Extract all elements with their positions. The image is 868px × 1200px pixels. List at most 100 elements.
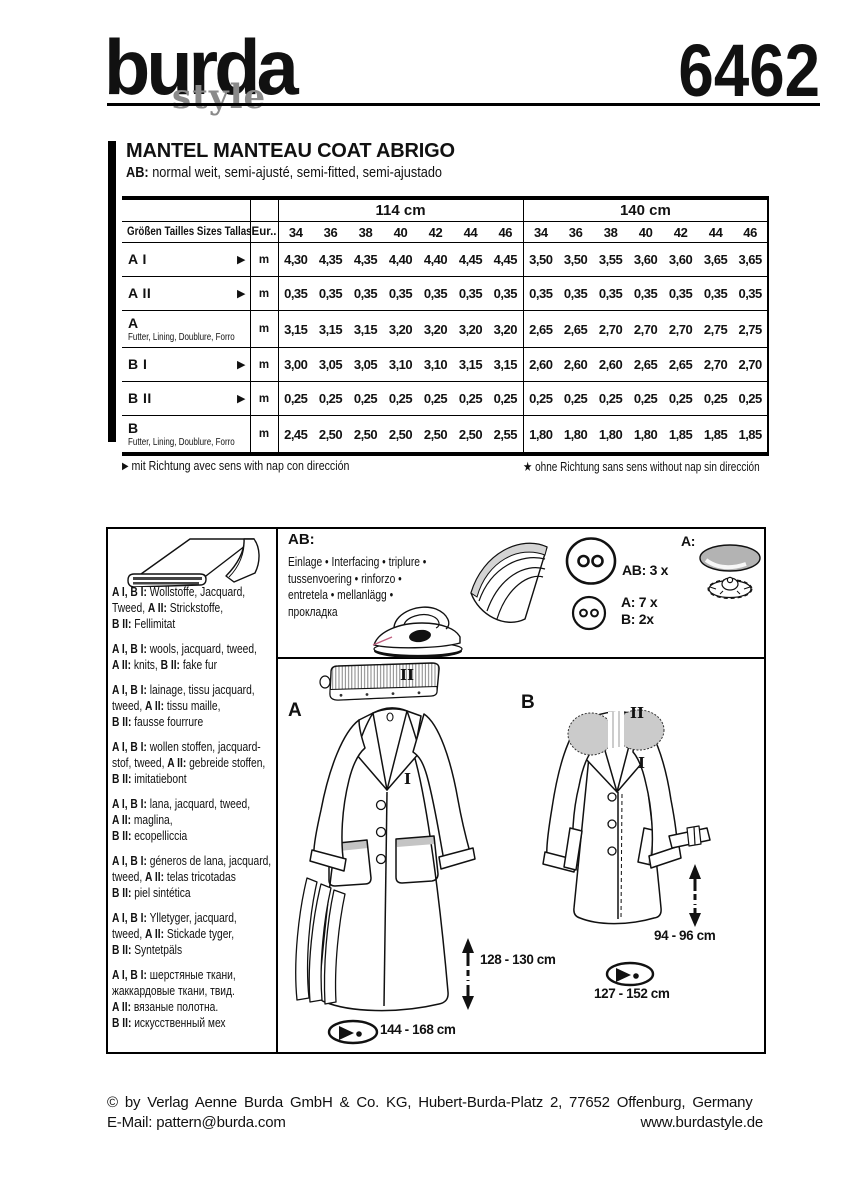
- yardage-value: 0,25: [488, 381, 524, 416]
- yardage-value: 4,35: [348, 242, 383, 277]
- interfacing-heading: AB:: [288, 531, 315, 548]
- nap-marker-icon: ▶: [237, 288, 246, 300]
- unit-cell: m: [250, 276, 279, 311]
- size-col: 34: [523, 221, 559, 243]
- size-col: 40: [383, 221, 418, 243]
- yardage-value: 2,70: [593, 310, 629, 348]
- button-small-qty-a: A: 7 x: [621, 594, 658, 610]
- yardage-value: 0,25: [558, 381, 594, 416]
- fabric-recommendations: A I, B I: Wollstoffe, Jacquard, Tweed, A…: [112, 584, 276, 1040]
- coat-b-fabric-label: I: [638, 754, 646, 772]
- header-rule: [107, 103, 820, 106]
- brand-logo: burda: [104, 23, 299, 111]
- yardage-value: 1,85: [663, 415, 699, 454]
- view-b-length-measurement: 94 - 96 cm: [654, 928, 716, 943]
- yardage-value: 0,25: [663, 381, 699, 416]
- button-small-icon: [570, 594, 610, 634]
- yardage-value: 3,05: [313, 347, 348, 382]
- length-arrow-a: [462, 938, 474, 1010]
- iron-icon: [368, 596, 470, 658]
- yardage-value: 2,60: [593, 347, 629, 382]
- size-col: 44: [698, 221, 734, 243]
- technical-drawings: [277, 660, 766, 1053]
- yardage-value: 2,65: [663, 347, 699, 382]
- yardage-value: 2,55: [488, 415, 524, 454]
- yardage-value: 4,30: [278, 242, 313, 277]
- yardage-value: 2,70: [698, 347, 734, 382]
- yardage-value: 3,15: [313, 310, 348, 348]
- yardage-value: 0,25: [348, 381, 383, 416]
- button-large-qty: AB: 3 x: [622, 562, 669, 578]
- view-a-label: A: [288, 700, 302, 721]
- fur-collar-fabric-label: II: [630, 704, 645, 722]
- yardage-value: 0,25: [628, 381, 664, 416]
- yardage-value: 3,55: [593, 242, 629, 277]
- view-a-length-measurement: 128 - 130 cm: [480, 952, 556, 967]
- yardage-value: 3,20: [418, 310, 453, 348]
- yardage-value: 3,15: [278, 310, 313, 348]
- unit-cell: m: [250, 415, 279, 454]
- yardage-value: 1,80: [593, 415, 629, 454]
- yardage-value: 0,35: [278, 276, 313, 311]
- fur-collar-drawing: [568, 710, 664, 755]
- yardage-value: 1,80: [523, 415, 559, 454]
- lining-sublabel: Futter, Lining, Doublure, Forro: [128, 332, 235, 343]
- yardage-value: 2,45: [278, 415, 313, 454]
- yardage-value: 2,60: [523, 347, 559, 382]
- yardage-value: 0,35: [628, 276, 664, 311]
- unit-cell: m: [250, 242, 279, 277]
- interfacing-text: Einlage • Interfacing • triplure • tusse…: [288, 555, 427, 619]
- yardage-value: 4,45: [453, 242, 488, 277]
- yardage-value: 3,10: [418, 347, 453, 382]
- yardage-value: 3,15: [453, 347, 488, 382]
- yardage-value: 1,85: [698, 415, 734, 454]
- garment-title: MANTEL MANTEAU COAT ABRIGO: [126, 140, 455, 162]
- yardage-value: 0,35: [383, 276, 418, 311]
- yardage-value: 2,50: [453, 415, 488, 454]
- email-address: E-Mail: pattern@burda.com: [107, 1114, 286, 1131]
- yardage-value: 3,00: [278, 347, 313, 382]
- fabric-bolt-icon: [126, 531, 276, 587]
- view-b-hem-measurement: 127 - 152 cm: [594, 986, 670, 1001]
- yardage-value: 0,35: [348, 276, 383, 311]
- unit-cell: m: [250, 381, 279, 416]
- footnote-with-nap: ▶ mit Richtung avec sens with nap con di…: [122, 459, 350, 473]
- view-b-label: B: [521, 692, 535, 713]
- size-col: 44: [453, 221, 488, 243]
- size-col: 38: [593, 221, 629, 243]
- yardage-value: 1,80: [628, 415, 664, 454]
- fabric-paragraph: A I, B I: lana, jacquard, tweed, A II: m…: [112, 797, 251, 843]
- yardage-value: 1,80: [558, 415, 594, 454]
- size-col: 36: [313, 221, 348, 243]
- fit-ab: AB:: [126, 164, 149, 181]
- yardage-value: 3,20: [453, 310, 488, 348]
- view-a-hem-measurement: 144 - 168 cm: [380, 1022, 456, 1037]
- yardage-value: 0,35: [488, 276, 524, 311]
- unit-cell: m: [250, 310, 279, 348]
- yardage-value: 2,50: [383, 415, 418, 454]
- yardage-value: 2,50: [348, 415, 383, 454]
- size-col: 42: [418, 221, 453, 243]
- yardage-value: 3,50: [523, 242, 559, 277]
- yardage-value: 0,35: [733, 276, 769, 311]
- view-piece-label: B: [128, 420, 139, 436]
- button-large-icon: [564, 536, 620, 588]
- yardage-value: 0,35: [558, 276, 594, 311]
- yardage-value: 0,35: [593, 276, 629, 311]
- yardage-value: 3,20: [383, 310, 418, 348]
- yardage-value: 4,45: [488, 242, 524, 277]
- fabric-paragraph: A I, B I: Wollstoffe, Jacquard, Tweed, A…: [112, 585, 246, 631]
- shoulder-pad-icon: [463, 531, 555, 631]
- yardage-value: 0,25: [453, 381, 488, 416]
- yardage-value: 2,50: [418, 415, 453, 454]
- covered-button-icon: [694, 543, 766, 601]
- website-url: www.burdastyle.de: [640, 1114, 764, 1131]
- snap-fastener-icon: [708, 577, 752, 598]
- yardage-value: 3,05: [348, 347, 383, 382]
